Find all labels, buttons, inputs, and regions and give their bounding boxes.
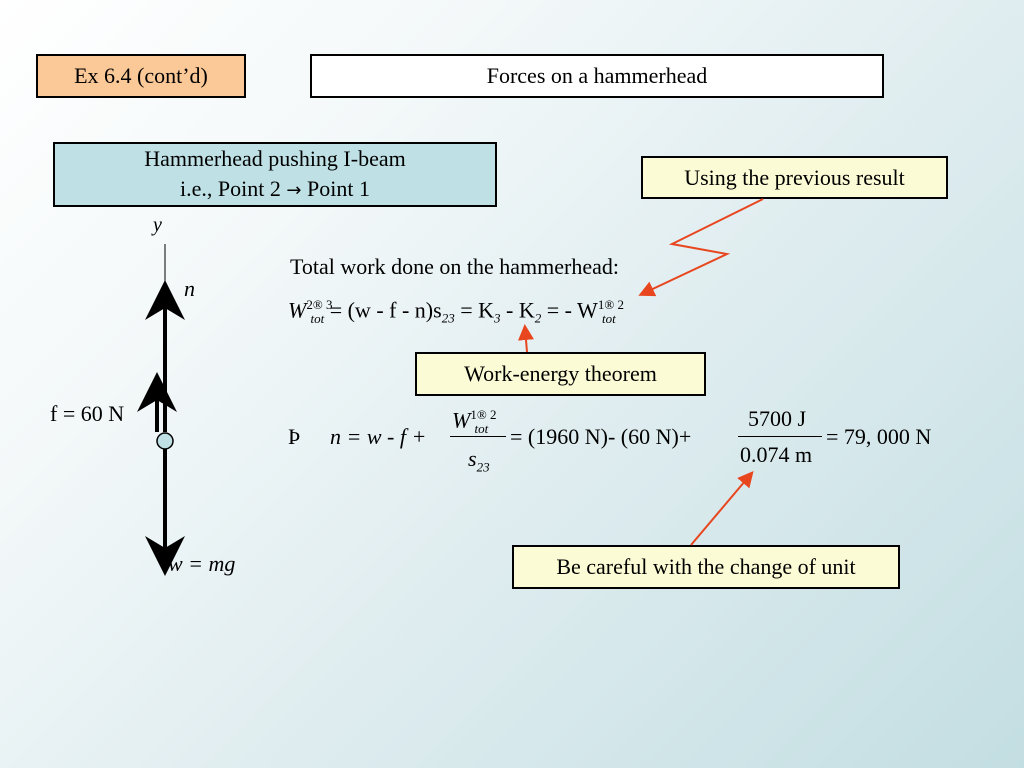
right-arrow-icon: → xyxy=(286,179,302,201)
callout-arrow-previous-result xyxy=(638,198,764,297)
callout-work-energy-theorem: Work-energy theorem xyxy=(415,352,706,396)
example-label: Ex 6.4 (cont’d) xyxy=(36,54,246,98)
implies-symbol: Þ xyxy=(288,424,301,449)
intro-text: Total work done on the hammerhead: xyxy=(290,254,619,279)
weight-force-label: w = mg xyxy=(168,551,236,576)
normal-force-label: n xyxy=(184,276,195,301)
context-line-1: Hammerhead pushing I-beam xyxy=(144,145,406,171)
callout-unit-change: Be careful with the change of unit xyxy=(512,545,900,589)
y-axis-label: y xyxy=(153,214,162,236)
hammerhead-body xyxy=(156,432,174,450)
fraction1-bar xyxy=(450,436,506,437)
fraction1-denominator: s23 xyxy=(468,446,490,475)
fraction2-bar xyxy=(738,436,822,437)
friction-force-label: f = 60 N xyxy=(50,401,125,426)
callout-arrow-work-energy xyxy=(518,324,534,353)
fraction1-numerator: W1® 2tot xyxy=(452,407,497,436)
slide-title: Forces on a hammerhead xyxy=(310,54,884,98)
numeric-expression: = (1960 N)- (60 N)+ xyxy=(510,424,692,449)
context-line-2: i.e., Point 2 → Point 1 xyxy=(180,175,370,201)
callout-previous-result: Using the previous result xyxy=(641,156,948,199)
fraction2-denominator: 0.074 m xyxy=(740,442,813,467)
callout-arrow-unit-change xyxy=(690,470,754,546)
fraction2-numerator: 5700 J xyxy=(748,406,807,431)
n-expression: n = w - f + xyxy=(330,424,427,449)
work-equation: W2® 3tot = (w - f - n)s23 = K3 - K2 = - … xyxy=(288,297,624,326)
result-value: = 79, 000 N xyxy=(826,424,932,449)
context-box: Hammerhead pushing I-beam i.e., Point 2 … xyxy=(53,142,497,207)
